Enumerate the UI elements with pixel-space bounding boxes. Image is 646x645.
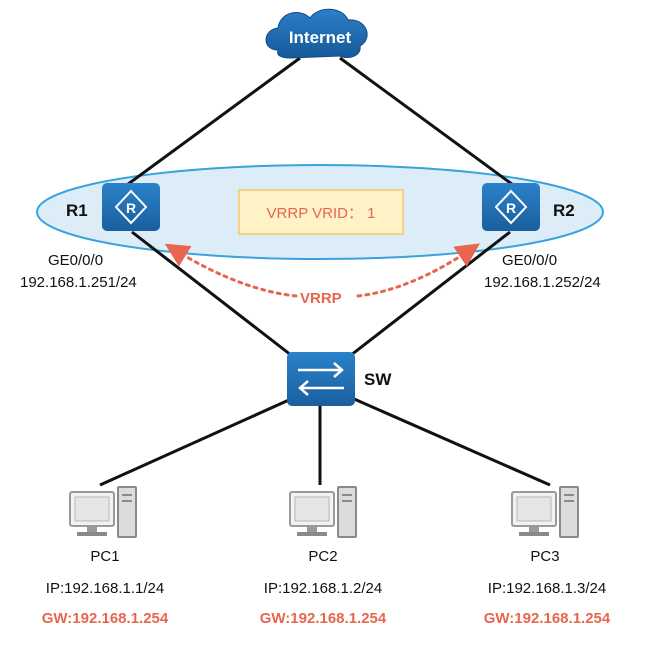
link-internet-r2 — [339, 56, 521, 192]
vrrp-arrow-r2 — [356, 243, 480, 298]
r1-ip: 192.168.1.251/24 — [20, 274, 137, 291]
switch-name: SW — [364, 370, 392, 389]
r2-ip: 192.168.1.252/24 — [484, 274, 601, 291]
svg-text:R: R — [126, 200, 136, 216]
router-r1-icon: R — [102, 183, 160, 231]
vrrp-arrow-r1 — [164, 243, 298, 298]
svg-text:R: R — [506, 200, 516, 216]
pc2-gw: GW:192.168.1.254 — [259, 610, 387, 627]
switch-icon — [287, 352, 355, 406]
r1-interface: GE0/0/0 — [48, 252, 104, 269]
link-r2-sw — [341, 230, 511, 364]
link-internet-r1 — [119, 56, 301, 192]
r1-name: R1 — [66, 201, 88, 220]
pc3-ip: IP:192.168.1.3/24 — [487, 580, 607, 597]
internet-cloud-icon — [265, 8, 368, 59]
vrrp-vrid-box — [238, 189, 404, 235]
vrrp-link-label: VRRP — [300, 290, 342, 307]
pc1-icon — [69, 486, 137, 538]
link-sw-pc1 — [99, 393, 301, 487]
pc3-name: PC3 — [530, 548, 560, 565]
pc2-ip: IP:192.168.1.2/24 — [263, 580, 383, 597]
links — [99, 56, 551, 487]
vrrp-vrid-label: VRRP VRID： 1 — [266, 205, 376, 222]
pc1-ip: IP:192.168.1.1/24 — [45, 580, 165, 597]
pc3-gw: GW:192.168.1.254 — [483, 610, 611, 627]
internet-label: Internet — [288, 28, 352, 47]
pc3-icon — [511, 486, 579, 538]
pc2-icon — [289, 486, 357, 538]
router-r2-icon: R — [482, 183, 540, 231]
pc1-name: PC1 — [90, 548, 120, 565]
pc1-gw: GW:192.168.1.254 — [41, 610, 169, 627]
link-r1-sw — [131, 230, 301, 364]
pc2-name: PC2 — [308, 548, 338, 565]
r2-name: R2 — [553, 201, 575, 220]
r2-interface: GE0/0/0 — [502, 252, 558, 269]
link-sw-pc3 — [344, 393, 551, 487]
